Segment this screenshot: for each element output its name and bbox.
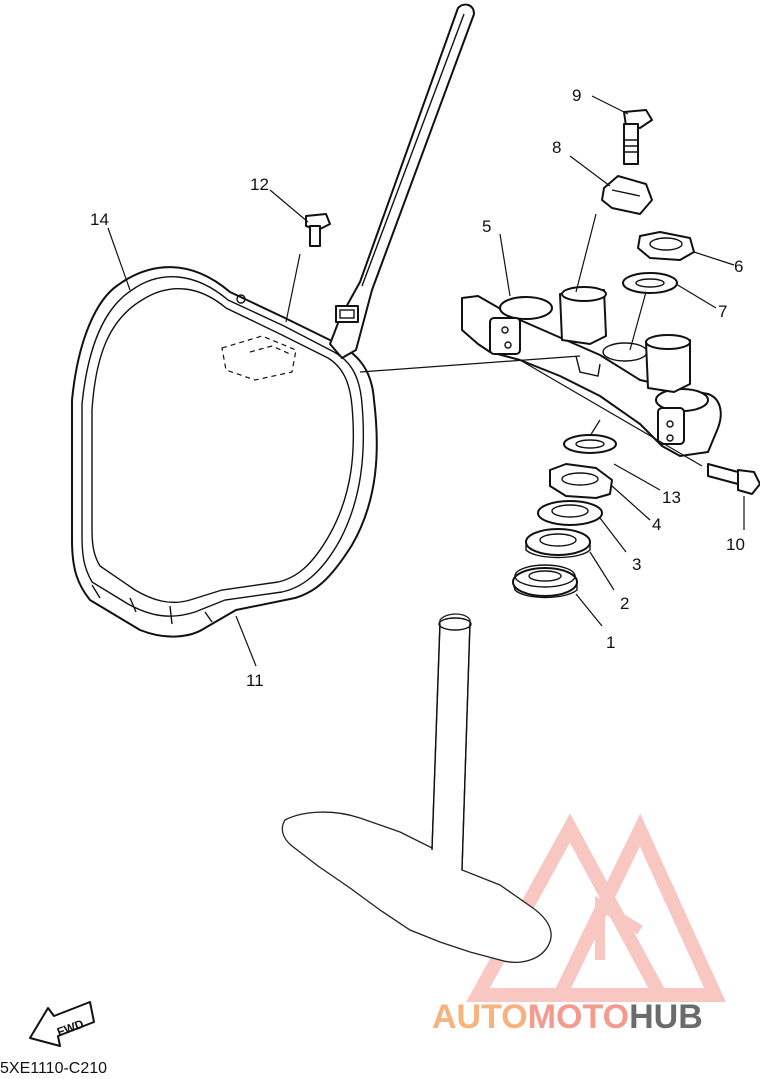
bolt-part-12 xyxy=(305,213,331,247)
number-plate-strap xyxy=(329,3,475,359)
washer-part-13 xyxy=(563,434,617,454)
ring-nut-part-4 xyxy=(549,463,613,499)
bearing-part-2 xyxy=(525,528,591,559)
upper-bracket-part-5 xyxy=(461,295,722,457)
callout-5: 5 xyxy=(482,217,491,236)
callout-3: 3 xyxy=(632,555,641,574)
callout-2: 2 xyxy=(620,594,629,613)
nut-part-6 xyxy=(637,231,695,261)
callout-9: 9 xyxy=(572,86,581,105)
bearing-part-1 xyxy=(512,564,578,599)
callout-6: 6 xyxy=(734,257,743,276)
number-plate-part-11 xyxy=(71,266,378,638)
dust-seal-part-3 xyxy=(537,500,603,526)
diagram-code: 5XE1110-C210 xyxy=(0,1060,108,1077)
washer-part-7 xyxy=(622,272,678,294)
holder-lower-right xyxy=(645,334,691,393)
callout-leaders xyxy=(107,95,745,667)
callout-14: 14 xyxy=(90,210,109,229)
callout-13: 13 xyxy=(662,488,681,507)
watermark-text: AUTOMOTOHUB xyxy=(432,998,703,1036)
watermark-hub: HUB xyxy=(629,998,703,1036)
svg-text:AUTOMOTOHUB: AUTOMOTOHUB xyxy=(432,998,703,1036)
callout-8: 8 xyxy=(552,138,561,157)
callout-10: 10 xyxy=(726,535,745,554)
bolt-part-10 xyxy=(707,463,760,495)
watermark-auto: AUTO xyxy=(432,998,528,1036)
callout-1: 1 xyxy=(606,633,615,652)
callout-7: 7 xyxy=(718,302,727,321)
fwd-arrow-icon: FWD xyxy=(29,1001,95,1047)
upper-holder-part-8 xyxy=(601,175,653,215)
callout-11: 11 xyxy=(246,671,264,690)
holder-lower-left xyxy=(559,286,607,345)
callout-numbers: 9 8 5 6 7 12 14 13 4 3 2 1 10 11 xyxy=(90,86,745,690)
watermark-moto: MOTO xyxy=(528,998,629,1036)
assembly-lines xyxy=(285,213,703,467)
steering-stem xyxy=(281,613,552,963)
bolt-part-9 xyxy=(623,109,653,165)
callout-4: 4 xyxy=(652,515,661,534)
callout-12: 12 xyxy=(250,175,269,194)
